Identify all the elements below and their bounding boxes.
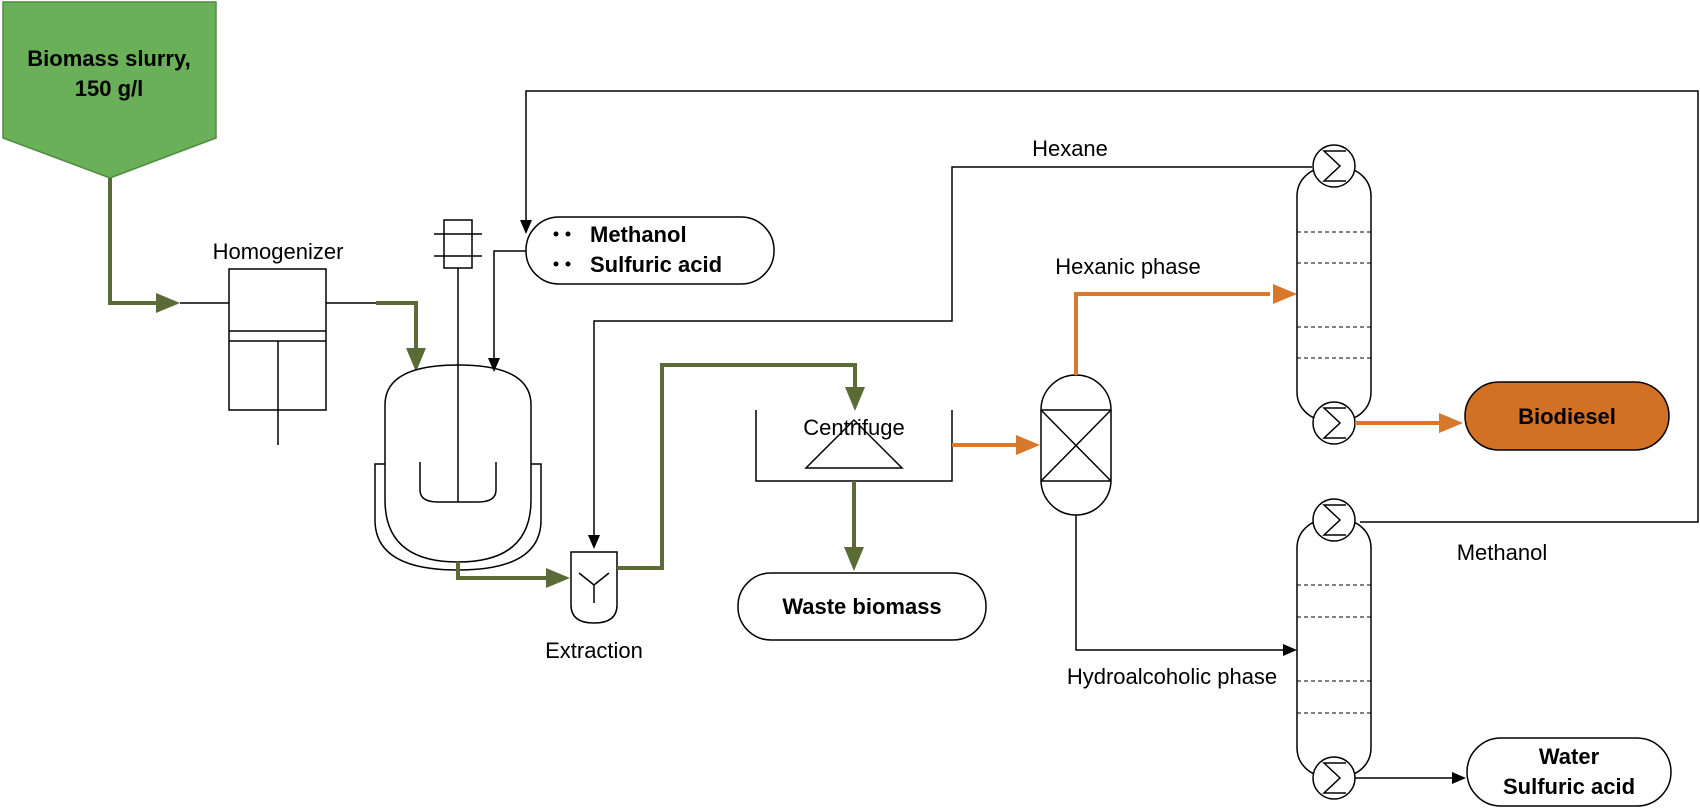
arrow-head [156,293,180,313]
arrow-head [1016,435,1040,455]
water-sulfuric-acid-product [1466,737,1672,807]
reagent-methanol: Methanol [590,222,687,247]
sulfuric-acid-label: Sulfuric acid [1503,774,1635,799]
arrow-head [520,220,532,234]
arrow-head [546,568,570,588]
arrow-head [845,387,865,411]
stream-extraction-to-centrifuge [617,363,857,570]
stream-reactor-to-extraction [456,562,548,580]
biodiesel-product [1464,381,1670,451]
biodiesel-label: Biodiesel [1518,404,1616,429]
bullet-icon [553,231,559,237]
hydroalcoholic-phase-label: Hydroalcoholic phase [1067,664,1277,689]
arrow-head [844,547,864,571]
stream-hexane-recycle [593,166,1312,536]
biomass-feed-tank [2,1,217,179]
feed-label-line1: Biomass slurry, [27,46,190,71]
arrow-head [1273,284,1297,304]
extraction-unit [570,551,618,624]
distillation-column-lower [1296,519,1372,777]
bullet-icon [565,231,571,237]
bullet-icon [553,261,559,267]
arrow-head [1439,413,1463,433]
stream-hydroalcoholic-phase [1075,515,1284,651]
arrow-head [406,348,426,372]
reboiler-icon [1312,401,1356,445]
reagent-sulfuric-acid: Sulfuric acid [590,252,722,277]
methanol-recycle-label: Methanol [1457,540,1548,565]
bullet-icon [565,261,571,267]
waste-biomass-outlet [737,572,987,641]
arrow-head [588,535,600,549]
arrow-head [1452,772,1466,784]
hexanic-phase-label: Hexanic phase [1055,254,1201,279]
condenser-icon [1312,144,1356,188]
homogenizer-label: Homogenizer [213,239,344,264]
stream-homogenizer-to-reactor [376,301,418,350]
stream-hexanic-phase [1074,292,1270,375]
feed-label-line2: 150 g/l [75,76,143,101]
arrow-head [1283,644,1297,656]
arrow-head [488,358,500,372]
homogenizer-unit [228,268,327,445]
reactor-vessel [374,219,542,571]
condenser-icon [1312,498,1356,542]
extraction-label: Extraction [545,638,643,663]
centrifuge-label: Centrifuge [803,415,905,440]
stream-feed-to-homogenizer [108,178,160,305]
reboiler-icon [1312,756,1356,800]
stream-methanol-recycle [525,90,1699,523]
distillation-column-upper [1296,167,1372,421]
stream-reagent-to-reactor [493,250,526,360]
hexane-label: Hexane [1032,136,1108,161]
waste-biomass-label: Waste biomass [782,594,941,619]
water-label: Water [1539,744,1600,769]
separator-column [1040,374,1112,516]
